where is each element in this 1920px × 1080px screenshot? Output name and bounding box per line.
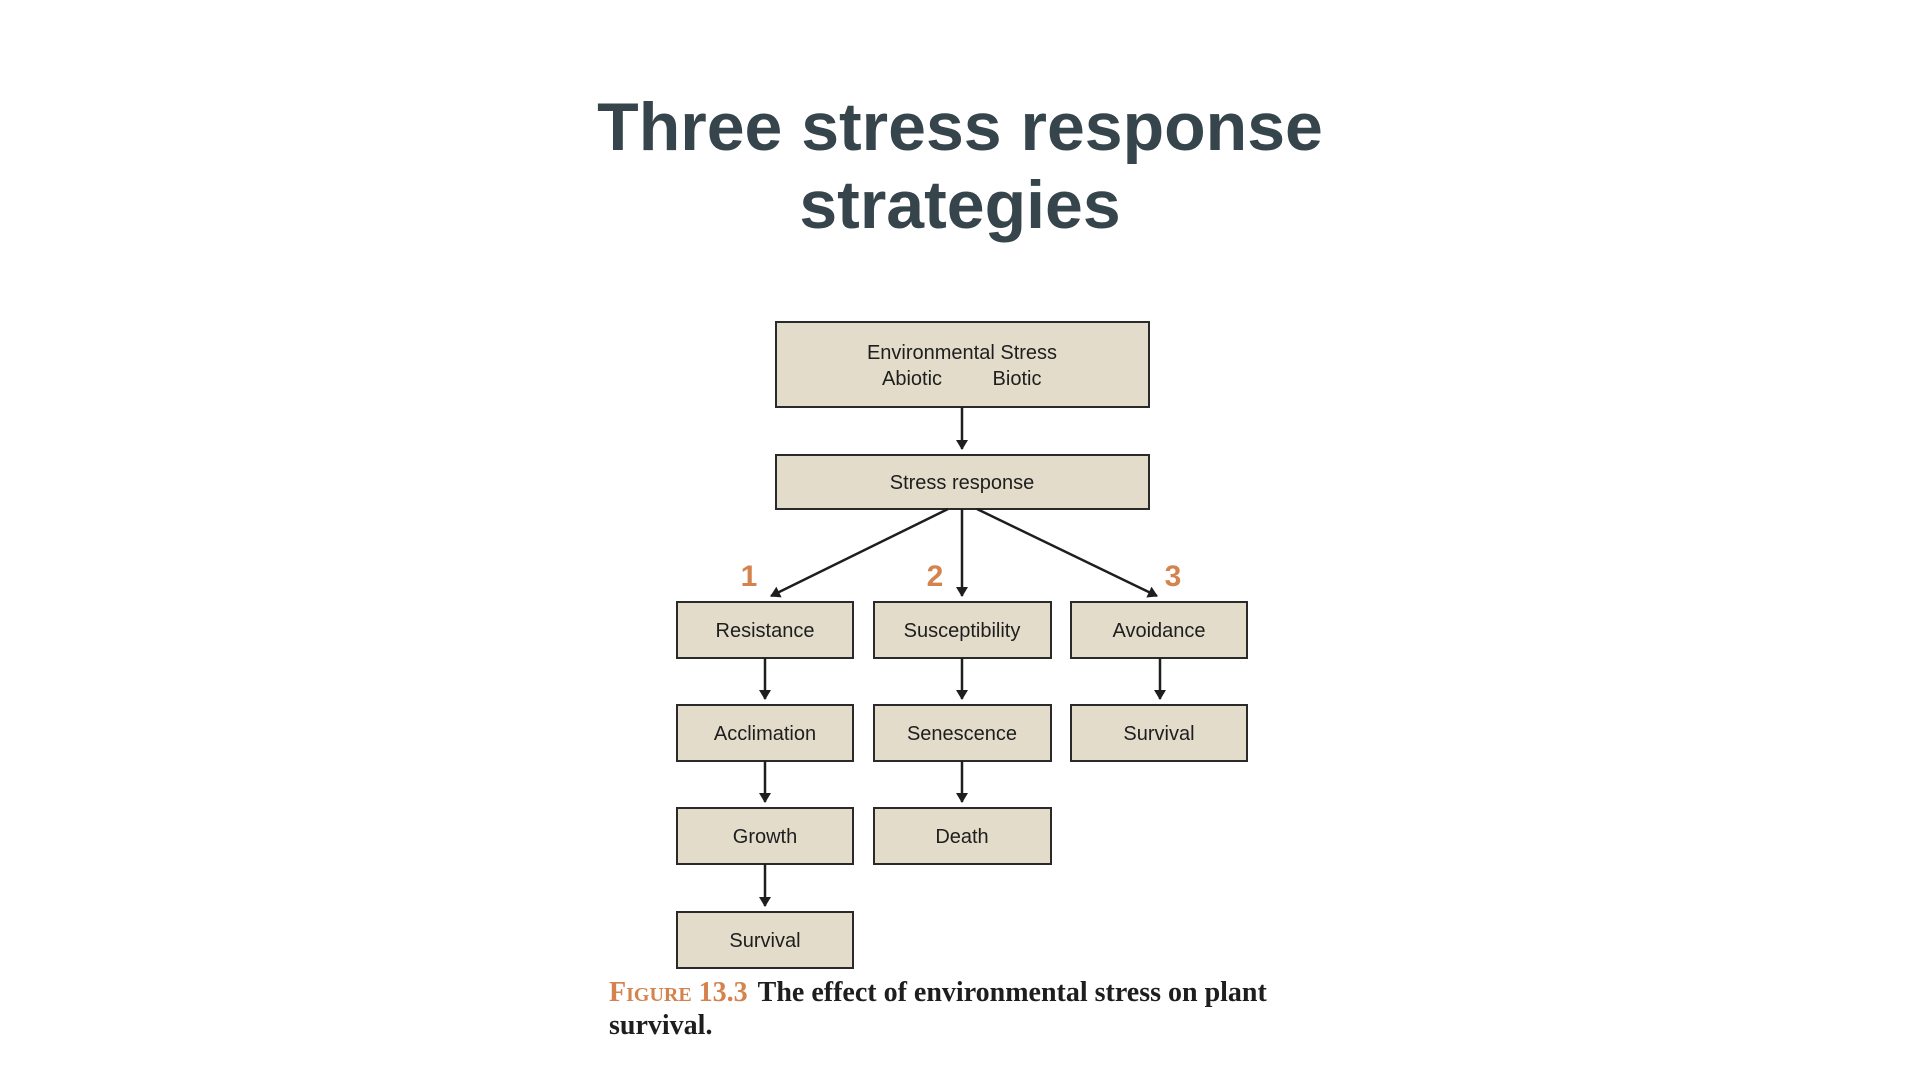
title-line-2: strategies [799, 167, 1121, 243]
branch-number-1: 1 [741, 560, 758, 593]
node-survival: Survival [1123, 723, 1194, 745]
arrow-to-branch-3 [976, 507, 1158, 598]
abiotic-label: Abiotic [882, 368, 942, 390]
branch-number-3: 3 [1165, 560, 1182, 593]
branch-1: Resistance Acclimation Growth Survival [676, 601, 854, 969]
root-label: Environmental Stress [867, 342, 1057, 364]
title-line-1: Three stress response [597, 89, 1323, 165]
branch-number-2: 2 [927, 560, 944, 593]
node-survival: Survival [729, 930, 800, 952]
node-death: Death [935, 826, 988, 848]
node-growth: Growth [733, 826, 797, 848]
node-susceptibility: Susceptibility [904, 620, 1021, 642]
arrow-to-branch-1 [770, 507, 949, 598]
node-resistance: Resistance [716, 620, 815, 642]
branch-3: Avoidance Survival [1070, 601, 1248, 762]
branch-2: Susceptibility Senescence Death [873, 601, 1052, 865]
caption-text: The effect of environmental stress on pl… [609, 977, 1267, 1041]
response-node: Stress response [775, 454, 1150, 510]
node-senescence: Senescence [907, 723, 1017, 745]
response-label: Stress response [890, 472, 1035, 494]
figure-label: Figure 13.3 [609, 977, 748, 1008]
slide-title: Three stress response strategies [0, 88, 1920, 244]
node-avoidance: Avoidance [1112, 620, 1205, 642]
root-node: Environmental Stress Abiotic Biotic [775, 321, 1150, 408]
biotic-label: Biotic [993, 368, 1042, 390]
node-acclimation: Acclimation [714, 723, 816, 745]
